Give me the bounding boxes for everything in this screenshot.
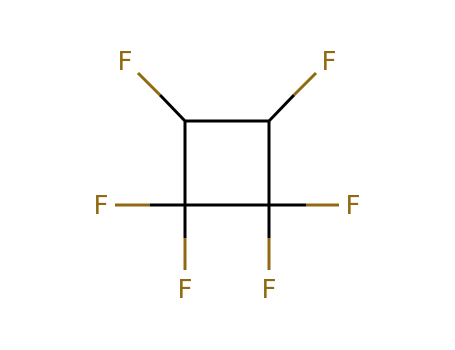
atom-label-f5: F <box>178 275 193 305</box>
bond-c2-f2 <box>267 71 318 123</box>
atom-label-f1: F <box>118 47 133 77</box>
bond-c1-f1 <box>136 71 187 123</box>
atom-label-f4: F <box>346 191 361 221</box>
atom-label-f6: F <box>262 275 277 305</box>
atom-label-f3: F <box>94 191 109 221</box>
atom-label-f2: F <box>322 47 337 77</box>
